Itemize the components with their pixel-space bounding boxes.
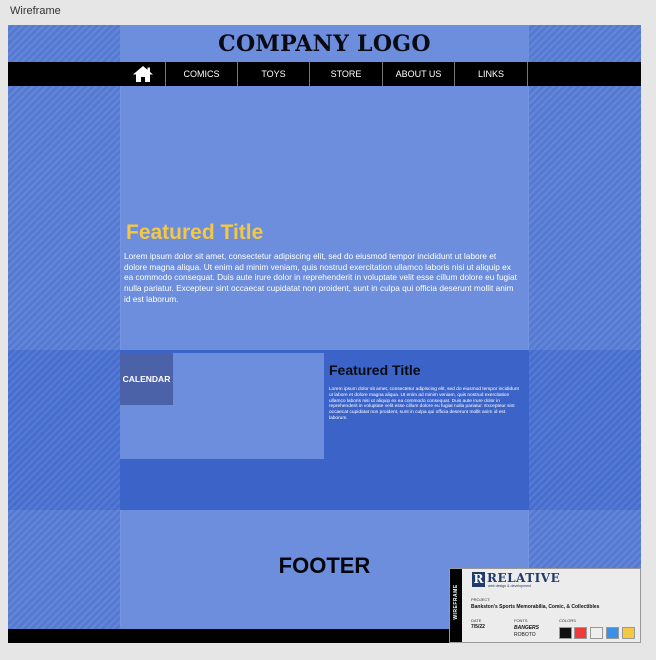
left-gutter bbox=[8, 25, 120, 643]
nav-item-links[interactable]: LINKS bbox=[454, 62, 527, 86]
secondary-featured-title: Featured Title bbox=[329, 362, 421, 378]
hero-featured-title: Featured Title bbox=[126, 221, 264, 244]
color-swatch-5 bbox=[622, 627, 635, 639]
date-label: DATE bbox=[471, 618, 482, 623]
window-title: Wireframe bbox=[10, 5, 61, 17]
footer-label: FOOTER bbox=[278, 553, 371, 578]
font-name-roboto: ROBOTO bbox=[514, 632, 536, 638]
nav-home-button[interactable] bbox=[120, 62, 165, 86]
color-swatch-4 bbox=[606, 627, 619, 639]
project-label: PROJECT: bbox=[471, 597, 491, 602]
relative-tagline: web design & development bbox=[488, 584, 532, 588]
color-swatch-2 bbox=[574, 627, 587, 639]
nav-item-about-us[interactable]: ABOUT US bbox=[382, 62, 454, 86]
color-swatch-3 bbox=[590, 627, 603, 639]
band-right-gutter bbox=[529, 350, 641, 510]
wireframe-side-label: WIREFRAME bbox=[453, 584, 459, 620]
company-logo[interactable]: COMPANY LOGO bbox=[218, 31, 431, 57]
secondary-body-text: Lorem ipsum dolor sit amet, consectetur … bbox=[329, 387, 519, 421]
title-block: WIREFRAME R RELATIVE web design & develo… bbox=[449, 568, 641, 643]
hero-body-text: Lorem ipsum dolor sit amet, consectetur … bbox=[124, 251, 517, 304]
font-name-bangers: BANGERS bbox=[514, 625, 540, 631]
date-value: 7/5/22 bbox=[471, 624, 485, 630]
nav-item-toys[interactable]: TOYS bbox=[237, 62, 309, 86]
project-value: Bankston's Sports Memorabilia, Comic, & … bbox=[471, 604, 600, 610]
nav-bar: COMICS TOYS STORE ABOUT US LINKS bbox=[8, 62, 641, 86]
content-column bbox=[120, 25, 529, 643]
nav-divider bbox=[527, 62, 528, 86]
wireframe-artboard: COMPANY LOGO COMICS TOYS STORE ABOUT US … bbox=[8, 25, 641, 643]
right-gutter bbox=[529, 25, 641, 643]
relative-logo-mark: R bbox=[472, 572, 485, 587]
calendar-label[interactable]: CALENDAR bbox=[120, 353, 173, 405]
color-swatch-1 bbox=[559, 627, 572, 639]
nav-item-store[interactable]: STORE bbox=[309, 62, 382, 86]
band-left-gutter bbox=[8, 350, 120, 510]
colors-label: COLORS bbox=[559, 618, 576, 623]
home-icon bbox=[132, 66, 153, 82]
feature-band bbox=[8, 350, 641, 510]
relative-logo-word: RELATIVE bbox=[487, 571, 561, 585]
nav-item-comics[interactable]: COMICS bbox=[165, 62, 237, 86]
fonts-label: FONTS bbox=[514, 618, 528, 623]
title-block-side: WIREFRAME bbox=[450, 569, 462, 642]
